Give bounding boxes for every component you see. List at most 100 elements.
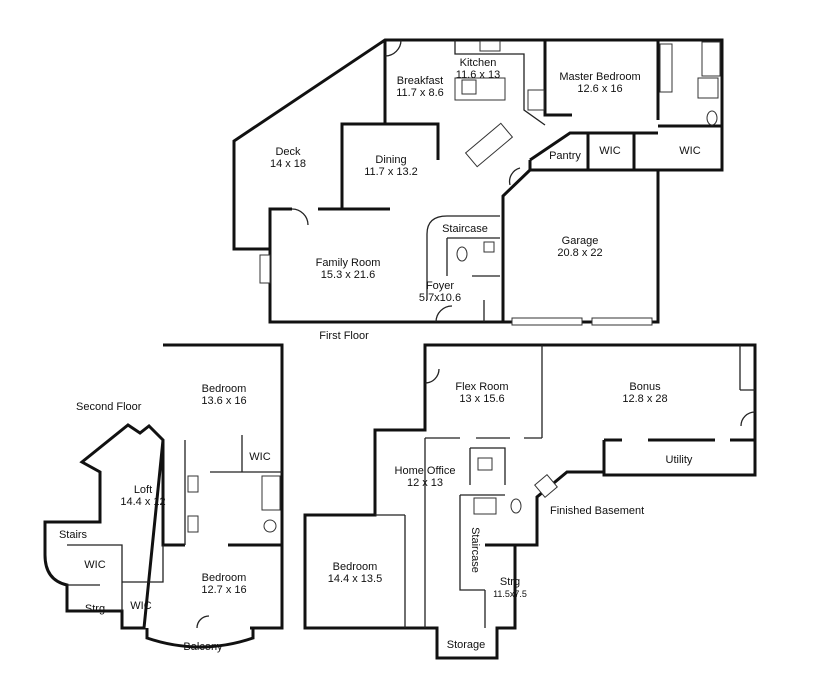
label-loft-dims: 14.4 x 12 <box>120 496 165 508</box>
master-inner-wall <box>656 40 722 128</box>
flex-bonus-wall <box>425 345 543 439</box>
balcony-arc <box>145 628 255 649</box>
label-strg-dims: 11.5x7.5 <box>493 589 527 599</box>
basement-outer-wall <box>303 343 757 660</box>
basement-door-flex <box>424 368 440 384</box>
label-flex-name: Flex Room <box>455 381 508 393</box>
label-breakfast-name: Breakfast <box>397 75 443 87</box>
second-floor-toilet <box>263 519 277 533</box>
shower <box>697 77 719 99</box>
label-deck-dims: 14 x 18 <box>270 158 306 170</box>
basement-bonus-nook <box>739 345 755 391</box>
label-bedroom-basement-name: Bedroom <box>333 561 378 573</box>
vanity <box>659 43 673 93</box>
label-garage-name: Garage <box>562 235 599 247</box>
garage-wall <box>501 168 532 322</box>
label-bedroom-bottom-name: Bedroom <box>202 572 247 584</box>
first-floor-plan <box>232 38 724 326</box>
label-loft-name: Loft <box>134 484 152 496</box>
label-deck-name: Deck <box>275 146 301 158</box>
label-breakfast-dims: 11.7 x 8.6 <box>396 87 444 99</box>
label-flex-dims: 13 x 15.6 <box>459 393 504 405</box>
label-bonus-dims: 12.8 x 28 <box>622 393 667 405</box>
label-wic-b: WIC <box>679 145 700 157</box>
foyer-toilet <box>456 246 468 262</box>
label-stairs: Stairs <box>59 529 88 541</box>
door-swing-front <box>435 305 453 323</box>
basement-vanity <box>473 497 497 515</box>
label-garage-dims: 20.8 x 22 <box>557 247 602 259</box>
bathtub <box>701 41 721 77</box>
basement-plan <box>303 343 757 660</box>
sofa-icon <box>464 122 514 168</box>
second-floor-plan <box>43 343 284 649</box>
label-office-dims: 12 x 13 <box>407 477 443 489</box>
door-swing-garage <box>508 167 521 186</box>
label-dining-name: Dining <box>375 154 406 166</box>
label-family-dims: 15.3 x 21.6 <box>321 269 375 281</box>
balcony-door <box>196 615 210 629</box>
basement-toilet <box>510 498 522 514</box>
label-wic-bottom: WIC <box>130 600 151 612</box>
label-wic-left: WIC <box>84 559 105 571</box>
label-bonus-name: Bonus <box>629 381 661 393</box>
label-foyer-name: Foyer <box>426 280 454 292</box>
label-utility: Utility <box>666 454 693 466</box>
stove-icon <box>461 79 477 95</box>
garage-door-1 <box>511 317 583 326</box>
bath-basement <box>469 447 506 485</box>
kitchen-sink <box>479 40 501 52</box>
basement-door-bonus <box>740 411 756 427</box>
door-swing-breakfast <box>384 39 402 57</box>
label-office-name: Home Office <box>395 465 456 477</box>
first-floor-title: First Floor <box>319 330 369 342</box>
label-staircase-basement: Staircase <box>469 527 481 573</box>
label-bedroom-basement-dims: 14.4 x 13.5 <box>328 573 382 585</box>
label-wic-top: WIC <box>249 451 270 463</box>
label-storage: Storage <box>447 639 486 651</box>
second-floor-title: Second Floor <box>76 401 142 413</box>
label-master-dims: 12.6 x 16 <box>577 83 622 95</box>
label-bedroom-bottom-dims: 12.7 x 16 <box>201 584 246 596</box>
dining-wall <box>340 122 440 209</box>
vanity-upper <box>187 475 199 493</box>
label-master-name: Master Bedroom <box>559 71 640 83</box>
second-floor-outer-wall <box>43 343 284 630</box>
vanity-lower <box>187 515 199 533</box>
loft-stair-walls <box>67 544 164 611</box>
bath-tub-second <box>261 475 281 511</box>
label-bedroom-top-name: Bedroom <box>202 383 247 395</box>
basement-sink <box>477 457 493 471</box>
foyer-bath-wall <box>446 237 500 322</box>
deck-wall <box>268 207 390 249</box>
staircase-outline <box>426 215 500 300</box>
basement-title: Finished Basement <box>550 505 644 517</box>
label-strg-second: Strg <box>85 603 105 615</box>
foyer-sink <box>483 241 495 253</box>
kitchen-master-wall <box>543 40 572 117</box>
label-kitchen-dims: 11.6 x 13 <box>456 69 500 81</box>
office-walls <box>375 438 505 628</box>
door-swing-family <box>291 208 309 226</box>
label-wic-a: WIC <box>599 145 620 157</box>
garage-door-2 <box>591 317 653 326</box>
label-strg-name: Strg <box>500 576 520 588</box>
label-balcony: Balcony <box>183 641 223 653</box>
basement-utility-fixture <box>534 474 558 498</box>
label-bedroom-top-dims: 13.6 x 16 <box>201 395 246 407</box>
label-kitchen-name: Kitchen <box>460 57 497 69</box>
label-pantry: Pantry <box>549 150 581 162</box>
fridge <box>527 89 545 111</box>
label-foyer-dims: 5.7x10.6 <box>419 292 461 304</box>
toilet <box>706 110 718 126</box>
fireplace <box>259 254 271 284</box>
label-staircase-first: Staircase <box>442 223 488 235</box>
bonus-utility-wall <box>602 438 755 475</box>
kitchen-counter <box>454 40 546 126</box>
bath-walls <box>184 435 282 545</box>
pantry-wall <box>528 131 658 172</box>
label-dining-dims: 11.7 x 13.2 <box>364 166 418 178</box>
label-family-name: Family Room <box>316 257 381 269</box>
